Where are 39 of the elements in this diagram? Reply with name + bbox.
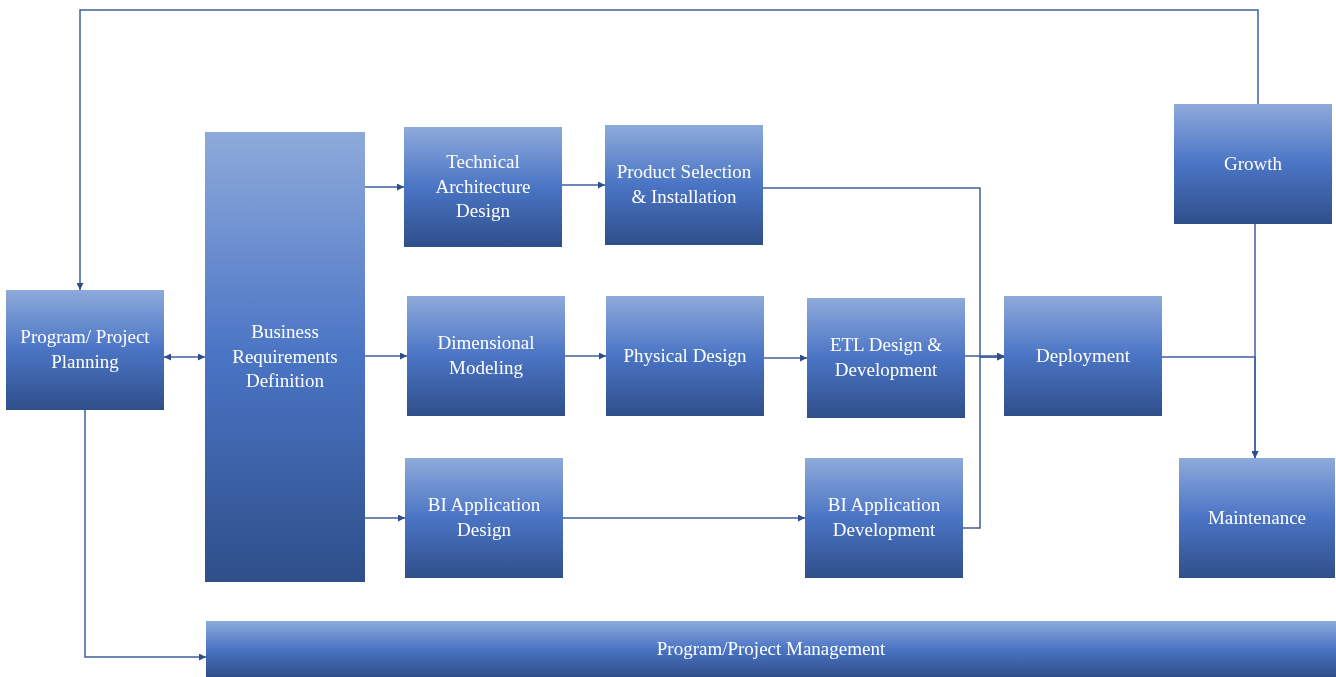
box-label: BI Application Design	[426, 493, 542, 542]
box-label: Technical Architecture Design	[434, 149, 532, 224]
arrow	[364, 183, 405, 191]
arrow	[763, 354, 808, 362]
process-box	[1174, 104, 1332, 224]
arrow	[962, 353, 1005, 529]
arrow	[364, 352, 408, 360]
process-box	[805, 458, 963, 578]
box-label: Program/ Project Planning	[19, 325, 151, 374]
box-label: Deployment	[1036, 343, 1130, 368]
arrow	[562, 514, 806, 522]
process-box	[405, 458, 563, 578]
arrow	[84, 409, 207, 661]
box-label: Dimensional Modeling	[436, 331, 536, 380]
process-box	[1004, 296, 1162, 416]
box-label: Maintenance	[1207, 505, 1307, 530]
arrow	[364, 514, 406, 522]
box-label: Growth	[1223, 151, 1283, 176]
box-label: Product Selection & Installation	[615, 160, 753, 209]
arrow	[76, 9, 1259, 291]
arrow	[564, 352, 607, 360]
process-box	[807, 298, 965, 418]
box-label: ETL Design & Development	[828, 333, 944, 382]
process-box	[605, 125, 763, 245]
box-label: BI Application Development	[826, 493, 942, 542]
box-label: Program/Project Management	[656, 636, 886, 661]
arrow	[561, 181, 606, 189]
arrow	[964, 352, 1005, 360]
process-box	[6, 290, 164, 410]
arrow	[1251, 223, 1259, 459]
box-label: Business Requirements Definition	[231, 319, 339, 394]
box-label: Physical Design	[623, 343, 747, 368]
process-box	[407, 296, 565, 416]
arrow	[163, 353, 206, 361]
process-box	[205, 132, 365, 582]
process-box	[206, 621, 1336, 677]
process-box	[1179, 458, 1335, 578]
process-box	[404, 127, 562, 247]
process-box	[606, 296, 764, 416]
